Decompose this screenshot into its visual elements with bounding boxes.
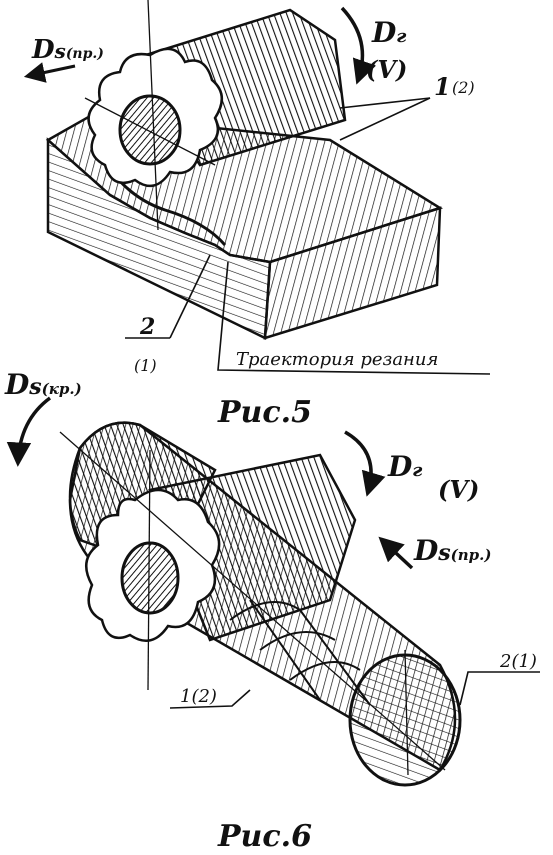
label-1-fig5: 1 [434, 72, 451, 101]
milling-cutter-6 [85, 453, 357, 643]
figure-5: Ds(пр.) Dг (V) 1 (2) 2 (1) Тр [23, 0, 491, 430]
feed-long-symbol-6: D [413, 534, 439, 567]
feed-long-subscript-6: s [437, 540, 450, 566]
cutter-bore-6 [120, 541, 180, 615]
label-1-2-fig6: 1(2) [169, 686, 251, 709]
block-left-face [46, 137, 272, 340]
svg-text:Dг: Dг [387, 450, 422, 483]
feed-round-note-6: (кр.) [42, 380, 82, 398]
feed-round-subscript-6: s [28, 374, 41, 400]
svg-text:Ds(пр.): Ds(пр.) [413, 534, 491, 567]
main-rotation-arrow-6: Dг (V) [344, 430, 479, 504]
figure-6: Ds(кр.) Dг (V) [4, 368, 540, 854]
trajectory-text: Траектория резания [236, 349, 438, 370]
svg-text:Ds(кр.): Ds(кр.) [4, 368, 82, 401]
label-1-2-text-fig6: 1(2) [180, 686, 217, 707]
feed-arrow-longitudinal-6: Ds(пр.) [378, 534, 491, 570]
label-1-alt-fig5: (2) [452, 78, 475, 97]
main-symbol-5: D [371, 16, 397, 49]
feed-symbol-5: D [31, 35, 55, 65]
vertical-axis-line-6 [147, 449, 151, 691]
main-subscript-5: г [396, 26, 406, 47]
milling-cutter-5 [87, 8, 347, 188]
horizontal-axis-line [84, 97, 216, 166]
label-1-2-fig5: 1 (2) [339, 72, 475, 141]
feed-round-symbol-6: D [4, 368, 30, 401]
label-2-alt-fig5: (1) [134, 356, 157, 375]
feed-subscript-5: s [54, 39, 66, 63]
label-2-1-fig5: 2 (1) [125, 254, 211, 375]
caption-fig6: Рис.6 [217, 819, 312, 854]
feed-long-note-6: (пр.) [451, 546, 492, 564]
svg-text:Ds(пр.): Ds(пр.) [31, 35, 104, 65]
main-subscript-6: г [412, 460, 422, 481]
velocity-label-5: (V) [366, 55, 407, 84]
vertical-axis-line [147, 0, 159, 231]
diagonal-axis-line-6 [59, 431, 446, 771]
label-2-1-fig6: 2(1) [459, 651, 540, 706]
caption-fig5: Рис.5 [217, 395, 312, 430]
end-axis-line-6 [404, 649, 409, 776]
svg-text:Dг: Dг [371, 16, 406, 49]
block-front-face [263, 206, 442, 340]
cutter-bore [118, 94, 182, 166]
velocity-label-6: (V) [438, 475, 479, 504]
trajectory-label: Траектория резания [217, 261, 491, 375]
main-rotation-arrow-5: Dг (V) [340, 6, 407, 85]
feed-arrow-longitudinal-5: Ds(пр.) [23, 35, 104, 83]
feed-note-5: (пр.) [66, 46, 104, 62]
main-symbol-6: D [387, 450, 413, 483]
feed-arrow-circular-6: Ds(кр.) [4, 368, 82, 467]
label-2-fig5: 2 [139, 314, 155, 340]
label-2-1-text-fig6: 2(1) [499, 651, 537, 672]
